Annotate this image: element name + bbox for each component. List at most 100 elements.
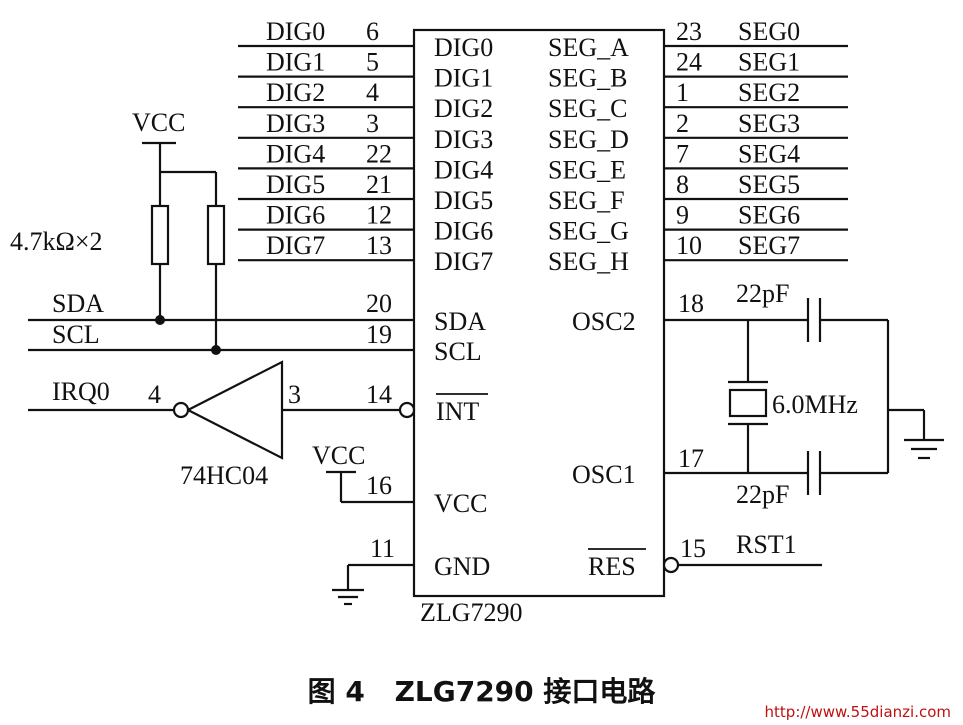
osc1-pin-label: OSC1	[572, 460, 636, 489]
seg-net-label: SEG3	[738, 109, 800, 138]
scl-pin-label: SCL	[434, 337, 482, 366]
res-pin-bubble	[662, 556, 680, 574]
dig-net-label: DIG0	[266, 17, 325, 46]
dig-pin-label: DIG3	[434, 125, 493, 154]
rst1-net-label: RST1	[736, 530, 797, 559]
dig-net-label: DIG7	[266, 231, 325, 260]
osc1-pin-number: 17	[678, 444, 704, 473]
seg-pin-number: 24	[676, 48, 702, 77]
dig-pin-label: DIG6	[434, 217, 493, 246]
dig-net-label: DIG1	[266, 48, 325, 77]
cap-bottom-value: 22pF	[736, 480, 789, 509]
seg-pin-number: 7	[676, 139, 689, 168]
pullup-value-label: 4.7kΩ×2	[10, 227, 103, 256]
figure-number: 图 4	[307, 675, 365, 708]
scl-net-label: SCL	[52, 320, 100, 349]
dig-net-label: DIG2	[266, 78, 325, 107]
seg-pin-label: SEG_B	[548, 64, 627, 93]
dig-net-label: DIG4	[266, 139, 325, 168]
crystal-body	[728, 388, 768, 418]
dig-pin-label: DIG1	[434, 64, 493, 93]
chip-name-label: ZLG7290	[420, 598, 523, 627]
dig-pin-number: 4	[366, 78, 379, 107]
reset-pin-group: 15 RST1 RES	[588, 530, 822, 581]
dig-net-label: DIG5	[266, 170, 325, 199]
i2c-bus: SDA SCL 20 19 SDA SCL	[28, 289, 486, 366]
zlg7290-chip-body	[412, 28, 666, 598]
res-pin-number: 15	[680, 534, 706, 563]
gnd-pin-label: GND	[434, 552, 490, 581]
seg-pin-label: SEG_E	[548, 155, 626, 184]
seg-net-label: SEG2	[738, 78, 800, 107]
dig-pin-label: DIG0	[434, 33, 493, 62]
vcc-supply-label: VCC	[312, 441, 365, 470]
pullup-network: VCC 4.7kΩ×2	[10, 108, 226, 350]
seg-pin-label: SEG_F	[548, 186, 625, 215]
seg-pin-number: 8	[676, 170, 689, 199]
scl-junction-dot	[211, 345, 221, 355]
seg-net-label: SEG7	[738, 231, 800, 260]
sda-net-label: SDA	[52, 289, 104, 318]
dig-pin-number: 6	[366, 17, 379, 46]
inverter-triangle	[187, 360, 284, 460]
crystal-frequency-label: 6.0MHz	[772, 390, 858, 419]
seg-pin-number: 2	[676, 109, 689, 138]
seg-net-label: SEG4	[738, 139, 800, 168]
res-pin-label: RES	[588, 552, 636, 581]
sda-pin-number: 20	[366, 289, 392, 318]
osc2-pin-number: 18	[678, 289, 704, 318]
dig-pin-number: 22	[366, 139, 392, 168]
sda-pin-label: SDA	[434, 307, 486, 336]
int-pin-number: 14	[366, 380, 392, 409]
seg-net-label: SEG1	[738, 48, 800, 77]
int-pin-bubble	[398, 401, 416, 419]
oscillator-circuit: OSC2 OSC1 18 17 22pF 22pF 6.0MHz	[572, 279, 944, 509]
dig-pin-number: 21	[366, 170, 392, 199]
seg-pin-label: SEG_C	[548, 94, 627, 123]
pullup-resistor-scl	[206, 204, 226, 266]
pullup-resistor-sda	[150, 204, 170, 266]
inverter-input-bubble	[172, 401, 190, 419]
dig-net-label: DIG3	[266, 109, 325, 138]
dig-pin-label: DIG4	[434, 155, 493, 184]
dig-pin-label: DIG7	[434, 247, 493, 276]
gnd-pin-number: 11	[370, 534, 395, 563]
seg-pin-number: 9	[676, 201, 689, 230]
inverter-part-label: 74HC04	[180, 461, 268, 490]
seg-net-label: SEG0	[738, 17, 800, 46]
dig-pin-number: 12	[366, 201, 392, 230]
seg-pin-label: SEG_A	[548, 33, 629, 62]
dig-pin-number: 5	[366, 48, 379, 77]
seg-net-label: SEG5	[738, 170, 800, 199]
dig-pin-label: DIG2	[434, 94, 493, 123]
dig-pin-label: DIG5	[434, 186, 493, 215]
int-pin-label: INT	[436, 397, 479, 426]
seg-pin-label: SEG_H	[548, 247, 629, 276]
seg-pin-label: SEG_G	[548, 217, 629, 246]
vcc-pin-number: 16	[366, 471, 392, 500]
pullup-supply-label: VCC	[132, 108, 185, 137]
dig-net-label: DIG6	[266, 201, 325, 230]
vcc-pin-group: VCC 16 VCC	[312, 441, 487, 518]
inverter-out-pin-number: 3	[288, 380, 301, 409]
vcc-pin-label: VCC	[434, 489, 487, 518]
irq0-net-label: IRQ0	[52, 377, 110, 406]
scl-pin-number: 19	[366, 320, 392, 349]
seg-pin-number: 10	[676, 231, 702, 260]
seg-pin-label: SEG_D	[548, 125, 629, 154]
dig-pin-number: 3	[366, 109, 379, 138]
osc2-pin-label: OSC2	[572, 307, 636, 336]
inverter-74hc04: IRQ0 4 3 14 INT 74HC04	[28, 360, 488, 490]
seg-pin-number: 1	[676, 78, 689, 107]
inverter-in-pin-number: 4	[148, 380, 161, 409]
sda-junction-dot	[155, 315, 165, 325]
seg-pin-number: 23	[676, 17, 702, 46]
watermark-text: http://www.55dianzi.com	[764, 703, 951, 721]
seg-net-label: SEG6	[738, 201, 800, 230]
gnd-pin-group: 11 GND	[332, 534, 490, 606]
figure-caption: 图 4 ZLG7290 接口电路	[0, 670, 963, 710]
figure-title: ZLG7290 接口电路	[394, 675, 656, 708]
